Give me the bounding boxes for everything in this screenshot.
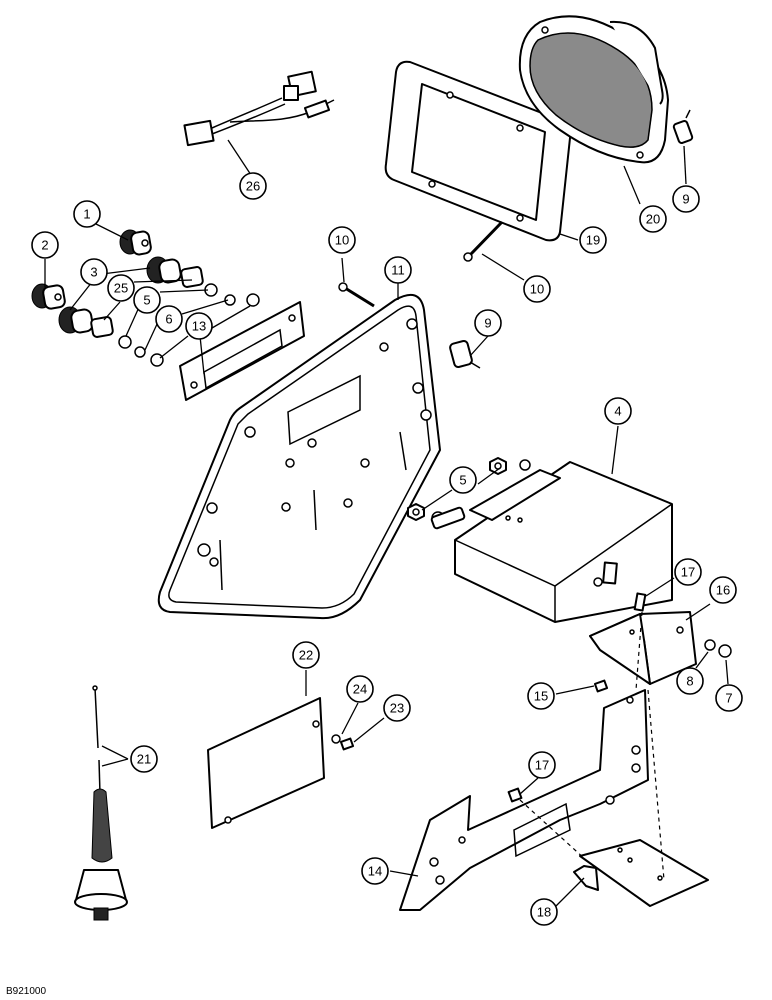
callout-14: 14: [361, 857, 389, 885]
callout-17-lower: 17: [528, 751, 556, 779]
drawing-code: B921000: [6, 986, 47, 997]
standoff-middle: [449, 339, 481, 369]
svg-text:21: 21: [137, 752, 151, 767]
svg-text:15: 15: [534, 689, 548, 704]
callout-8: 8: [676, 667, 704, 695]
bezel-plate: [179, 301, 305, 401]
antenna: [74, 685, 128, 921]
svg-text:20: 20: [646, 212, 660, 227]
callout-9-upper: 9: [672, 185, 700, 213]
svg-text:5: 5: [143, 293, 150, 308]
svg-text:18: 18: [537, 905, 551, 920]
callout-11: 11: [384, 256, 412, 284]
wiring-harness: [183, 70, 335, 147]
svg-text:25: 25: [114, 281, 128, 296]
svg-text:23: 23: [390, 701, 404, 716]
svg-text:13: 13: [192, 319, 206, 334]
svg-text:17: 17: [535, 758, 549, 773]
svg-text:24: 24: [353, 682, 367, 697]
svg-text:3: 3: [90, 265, 97, 280]
cover-plate: [207, 697, 355, 829]
callout-15: 15: [527, 682, 555, 710]
knob-assembly: [31, 229, 260, 367]
leader-lines: [44, 139, 729, 907]
mounting-panel: [157, 293, 441, 620]
callout-7: 7: [715, 684, 743, 712]
callout-18: 18: [530, 898, 558, 926]
speaker: [518, 15, 669, 164]
alignment-lines: [519, 611, 665, 881]
callout-16: 16: [709, 576, 737, 604]
svg-text:7: 7: [725, 691, 732, 706]
callout-17-upper: 17: [674, 558, 702, 586]
mounting-bracket: [589, 592, 732, 685]
callout-2: 2: [31, 231, 59, 259]
callout-22: 22: [292, 641, 320, 669]
callout-5-right: 5: [449, 466, 477, 494]
svg-text:5: 5: [459, 473, 466, 488]
svg-text:8: 8: [686, 674, 693, 689]
callout-23: 23: [383, 694, 411, 722]
svg-text:17: 17: [681, 565, 695, 580]
svg-text:26: 26: [246, 179, 260, 194]
screw-long: [463, 220, 504, 262]
callout-25: 25: [107, 274, 135, 302]
callout-19: 19: [579, 226, 607, 254]
callout-4: 4: [604, 397, 632, 425]
callout-9-middle: 9: [474, 309, 502, 337]
callout-10-left: 10: [328, 226, 356, 254]
svg-text:11: 11: [391, 263, 405, 278]
svg-text:9: 9: [682, 192, 689, 207]
callout-5-left: 5: [133, 286, 161, 314]
svg-text:22: 22: [299, 648, 313, 663]
svg-text:6: 6: [165, 312, 172, 327]
callout-26: 26: [239, 172, 267, 200]
svg-text:16: 16: [716, 583, 730, 598]
callout-21: 21: [130, 745, 158, 773]
svg-text:9: 9: [484, 316, 491, 331]
svg-text:2: 2: [41, 238, 48, 253]
svg-text:14: 14: [368, 864, 382, 879]
base-plate: [573, 839, 709, 907]
svg-text:10: 10: [335, 233, 349, 248]
svg-text:10: 10: [530, 282, 544, 297]
callout-13: 13: [185, 312, 213, 340]
callout-3: 3: [80, 258, 108, 286]
lower-bracket: [399, 679, 649, 911]
svg-text:4: 4: [614, 404, 621, 419]
callout-10-right: 10: [523, 275, 551, 303]
svg-text:1: 1: [83, 207, 90, 222]
callout-6: 6: [155, 305, 183, 333]
standoff-upper: [672, 109, 694, 144]
callout-20: 20: [639, 205, 667, 233]
callout-24: 24: [346, 675, 374, 703]
svg-text:19: 19: [586, 233, 600, 248]
radio-unit: [407, 457, 673, 623]
screw-upper-left: [338, 282, 375, 308]
callout-1: 1: [73, 200, 101, 228]
